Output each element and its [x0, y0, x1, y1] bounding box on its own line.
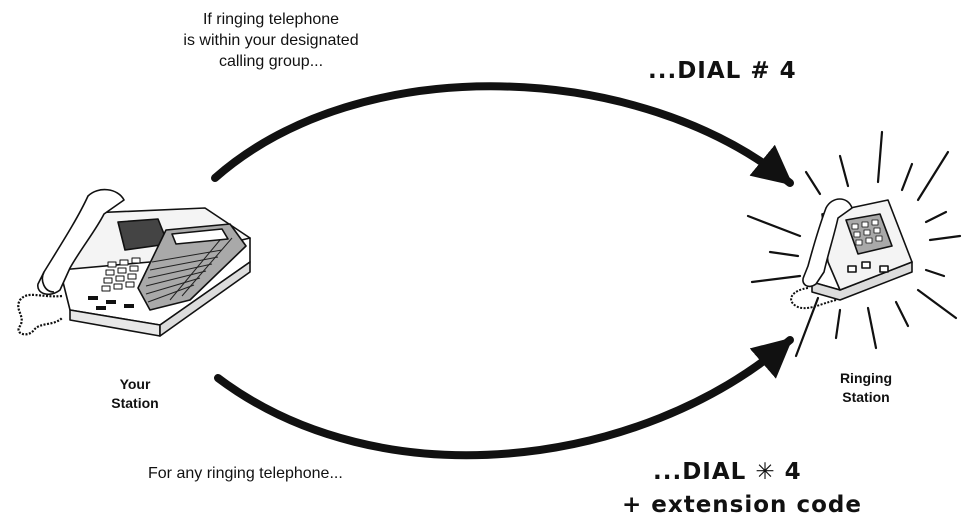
- your-station-label: Your Station: [100, 375, 170, 413]
- ringing-station-phone-icon: [746, 130, 962, 358]
- top-condition-line-3: calling group...: [218, 53, 324, 70]
- ringing-station-label-line-1: Ringing: [839, 370, 893, 386]
- ringing-station-label-line-2: Station: [842, 389, 890, 405]
- dial-pound-4-text: ...DIAL # 4: [648, 58, 797, 84]
- bottom-condition-text: For any ringing telephone...: [148, 465, 343, 482]
- ringing-station-label: Ringing Station: [824, 369, 908, 407]
- your-station-label-line-1: Your: [119, 376, 151, 392]
- top-condition-text: If ringing telephone is within your desi…: [162, 9, 380, 72]
- dial-star-4-text: ...DIAL ✳ 4: [653, 459, 802, 485]
- top-arrow: [211, 82, 794, 187]
- your-station-label-line-2: Station: [111, 395, 159, 411]
- extension-code-text: + extension code: [622, 492, 862, 518]
- top-condition-line-1: If ringing telephone: [202, 11, 340, 28]
- top-condition-line-2: is within your designated: [183, 32, 359, 49]
- your-station-phone-icon: [17, 188, 251, 337]
- bottom-arrow: [214, 336, 794, 460]
